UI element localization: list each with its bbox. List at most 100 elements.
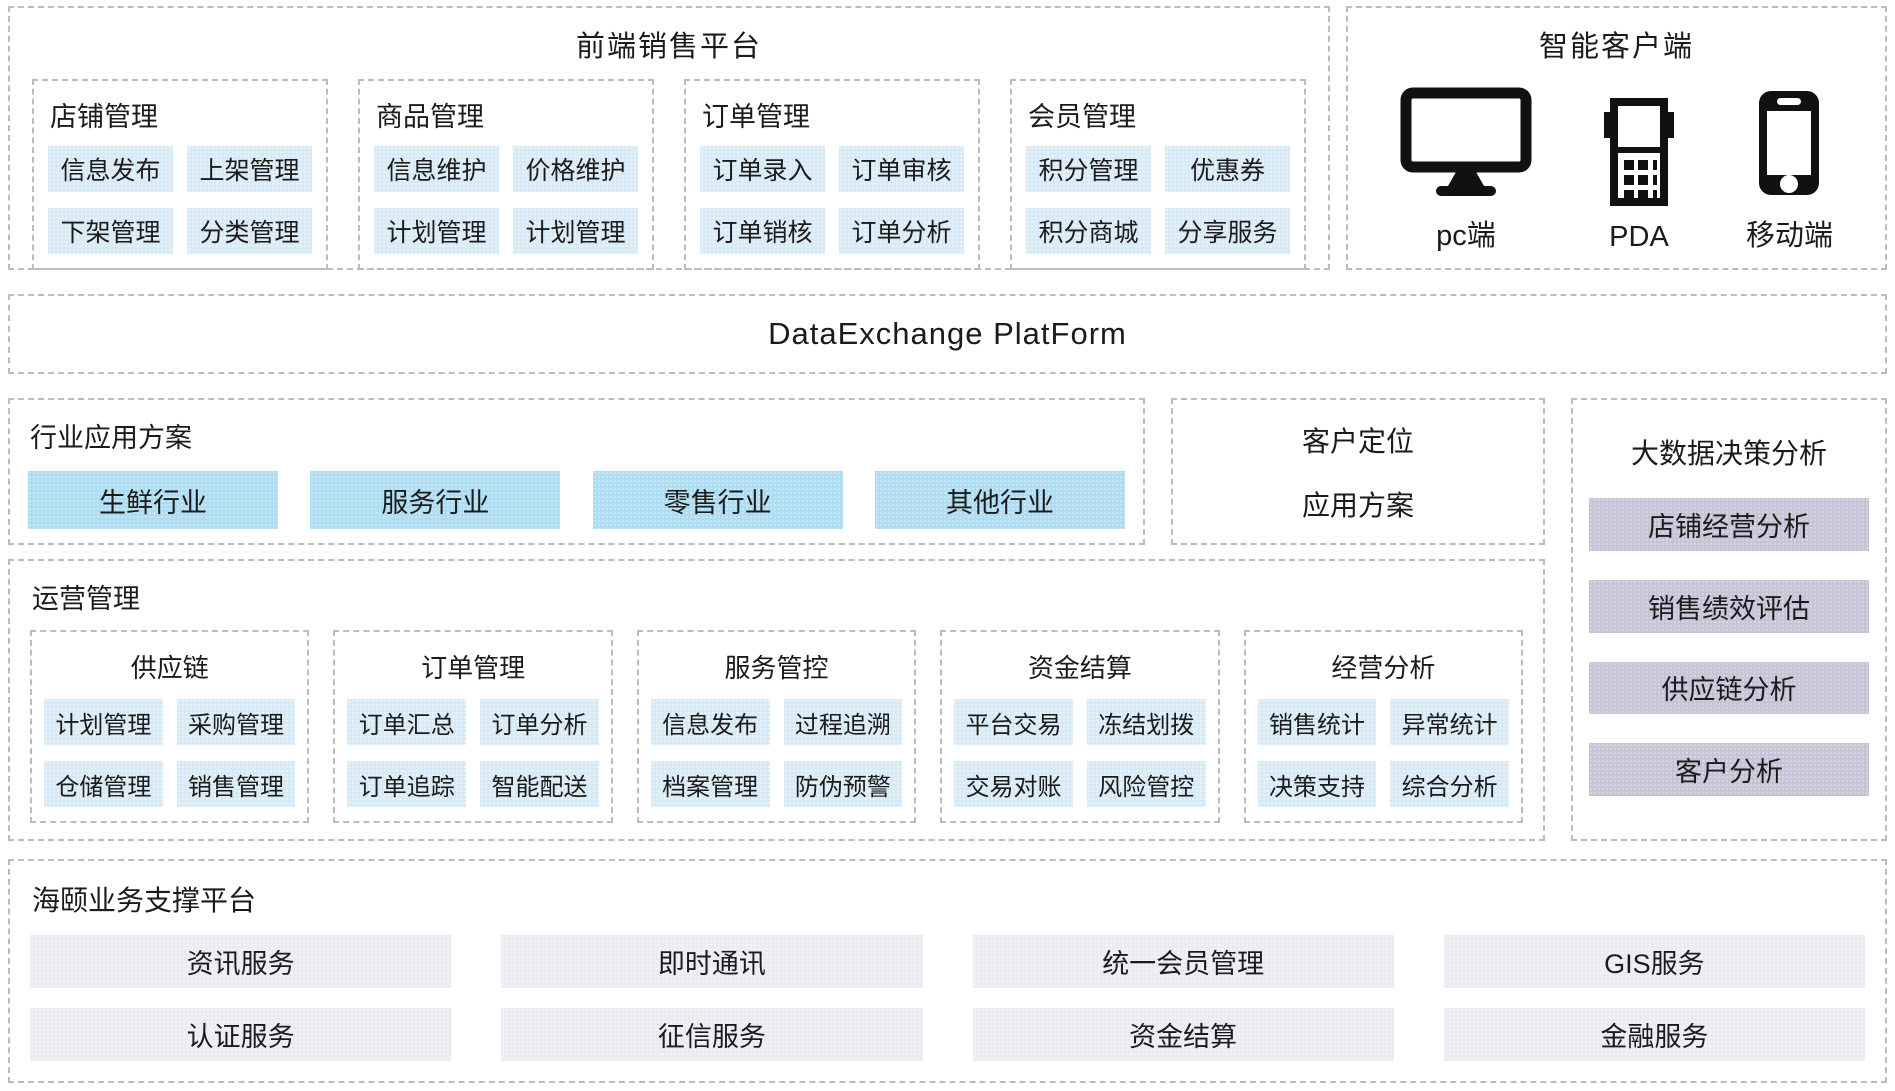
feature-tag: 订单分析 bbox=[839, 208, 964, 254]
feature-tag: 异常统计 bbox=[1390, 699, 1510, 745]
service-item: GIS服务 bbox=[1443, 935, 1865, 988]
middle-section: 行业应用方案 生鲜行业 服务行业 零售行业 其他行业 客户定位 应用方案 运营管… bbox=[8, 398, 1887, 841]
feature-tag: 风险管控 bbox=[1086, 761, 1206, 807]
monitor-icon bbox=[1400, 84, 1532, 202]
industry-item: 其他行业 bbox=[874, 471, 1125, 529]
feature-tag: 分类管理 bbox=[187, 208, 312, 254]
feature-tag: 分享服务 bbox=[1165, 208, 1290, 254]
device-list: pc端 bbox=[1348, 65, 1885, 268]
feature-tag: 防伪预警 bbox=[783, 761, 903, 807]
group-store-management: 店铺管理 信息发布 上架管理 下架管理 分类管理 bbox=[32, 79, 328, 270]
industry-solutions-title: 行业应用方案 bbox=[30, 423, 192, 453]
ops-group-title: 经营分析 bbox=[1331, 653, 1436, 683]
feature-tag: 档案管理 bbox=[650, 761, 770, 807]
group-member-management: 会员管理 积分管理 优惠券 积分商城 分享服务 bbox=[1010, 79, 1306, 270]
service-item: 认证服务 bbox=[30, 1008, 452, 1061]
group-title: 会员管理 bbox=[1028, 102, 1136, 132]
feature-tag: 优惠券 bbox=[1165, 146, 1290, 192]
feature-tag: 订单汇总 bbox=[347, 699, 467, 745]
ops-group-service-control: 服务管控 信息发布 过程追溯 档案管理 防伪预警 bbox=[636, 630, 917, 823]
feature-tag: 仓储管理 bbox=[44, 761, 163, 807]
feature-tag: 计划管理 bbox=[513, 208, 638, 254]
feature-tag: 下架管理 bbox=[48, 208, 173, 254]
service-item: 资金结算 bbox=[972, 1008, 1394, 1061]
top-row: 前端销售平台 店铺管理 信息发布 上架管理 下架管理 分类管理 商品管理 信息维… bbox=[8, 6, 1887, 270]
service-item: 即时通讯 bbox=[501, 935, 923, 988]
group-title: 店铺管理 bbox=[50, 102, 158, 132]
feature-tag: 积分商城 bbox=[1026, 208, 1151, 254]
feature-tag: 信息维护 bbox=[374, 146, 499, 192]
big-data-analysis-title: 大数据决策分析 bbox=[1630, 438, 1827, 469]
operations-title: 运营管理 bbox=[32, 584, 140, 614]
device-label: pc端 bbox=[1436, 220, 1496, 252]
ops-group-title: 资金结算 bbox=[1027, 653, 1132, 683]
front-sales-groups: 店铺管理 信息发布 上架管理 下架管理 分类管理 商品管理 信息维护 价格维护 … bbox=[32, 79, 1306, 270]
feature-tag: 信息发布 bbox=[650, 699, 770, 745]
industry-solutions-box: 行业应用方案 生鲜行业 服务行业 零售行业 其他行业 bbox=[8, 398, 1145, 545]
customer-positioning-line1: 客户定位 bbox=[1301, 425, 1414, 457]
feature-tag: 信息发布 bbox=[48, 146, 173, 192]
smart-client-box: 智能客户端 pc端 bbox=[1346, 6, 1887, 270]
operations-management-box: 运营管理 供应链 计划管理 采购管理 仓储管理 销售管理 订单管理 bbox=[8, 559, 1545, 841]
feature-tag: 平台交易 bbox=[954, 699, 1073, 745]
feature-tag: 决策支持 bbox=[1257, 761, 1377, 807]
data-exchange-platform-band: DataExchange PlatForm bbox=[8, 294, 1887, 374]
group-title: 订单管理 bbox=[702, 102, 810, 132]
industry-item: 零售行业 bbox=[592, 471, 843, 529]
service-item: 征信服务 bbox=[501, 1008, 923, 1061]
feature-tag: 订单分析 bbox=[480, 699, 599, 745]
middle-left-column: 行业应用方案 生鲜行业 服务行业 零售行业 其他行业 客户定位 应用方案 运营管… bbox=[8, 398, 1545, 841]
group-title: 商品管理 bbox=[376, 102, 484, 132]
ops-group-title: 供应链 bbox=[130, 653, 209, 683]
feature-tag: 销售管理 bbox=[176, 761, 296, 807]
front-sales-platform-title: 前端销售平台 bbox=[575, 31, 762, 63]
feature-tag: 上架管理 bbox=[187, 146, 312, 192]
customer-positioning-line2: 应用方案 bbox=[1301, 489, 1414, 521]
feature-tag: 计划管理 bbox=[44, 699, 163, 745]
device-pc: pc端 bbox=[1400, 84, 1532, 254]
feature-tag: 订单审核 bbox=[839, 146, 964, 192]
customer-positioning-box: 客户定位 应用方案 bbox=[1171, 398, 1545, 545]
ops-group-title: 服务管控 bbox=[724, 653, 829, 683]
feature-tag: 订单录入 bbox=[700, 146, 825, 192]
industry-item: 生鲜行业 bbox=[28, 471, 278, 529]
ops-group-supply-chain: 供应链 计划管理 采购管理 仓储管理 销售管理 bbox=[30, 630, 310, 823]
feature-tag: 价格维护 bbox=[513, 146, 638, 192]
ops-group-fund-settlement: 资金结算 平台交易 冻结划拨 交易对账 风险管控 bbox=[940, 630, 1220, 823]
smart-client-title: 智能客户端 bbox=[1538, 31, 1694, 63]
analysis-item: 客户分析 bbox=[1589, 743, 1869, 796]
device-label: 移动端 bbox=[1745, 220, 1833, 252]
analysis-item: 供应链分析 bbox=[1589, 661, 1869, 715]
industry-item: 服务行业 bbox=[310, 471, 561, 529]
pda-icon bbox=[1596, 93, 1682, 211]
device-label: PDA bbox=[1609, 221, 1669, 253]
service-item: 资讯服务 bbox=[30, 935, 452, 988]
ops-group-title: 订单管理 bbox=[421, 653, 526, 683]
feature-tag: 销售统计 bbox=[1257, 699, 1377, 745]
group-product-management: 商品管理 信息维护 价格维护 计划管理 计划管理 bbox=[358, 79, 654, 270]
feature-tag: 过程追溯 bbox=[783, 699, 903, 745]
device-pda: PDA bbox=[1596, 93, 1682, 254]
feature-tag: 订单销核 bbox=[700, 208, 825, 254]
feature-tag: 订单追踪 bbox=[347, 761, 467, 807]
feature-tag: 综合分析 bbox=[1390, 761, 1510, 807]
group-order-management: 订单管理 订单录入 订单审核 订单销核 订单分析 bbox=[684, 79, 980, 270]
ops-group-business-analysis: 经营分析 销售统计 异常统计 决策支持 综合分析 bbox=[1243, 630, 1524, 823]
analysis-item: 销售绩效评估 bbox=[1589, 579, 1869, 633]
service-item: 金融服务 bbox=[1443, 1008, 1865, 1061]
big-data-analysis-box: 大数据决策分析 店铺经营分析 销售绩效评估 供应链分析 客户分析 bbox=[1571, 398, 1887, 841]
analysis-item: 店铺经营分析 bbox=[1589, 498, 1869, 551]
support-platform-box: 海颐业务支撑平台 资讯服务 即时通讯 统一会员管理 GIS服务 认证服务 征信服… bbox=[8, 859, 1887, 1083]
smartphone-icon bbox=[1749, 84, 1829, 202]
feature-tag: 计划管理 bbox=[374, 208, 499, 254]
feature-tag: 积分管理 bbox=[1026, 146, 1151, 192]
ops-group-order-management: 订单管理 订单汇总 订单分析 订单追踪 智能配送 bbox=[333, 630, 613, 823]
feature-tag: 采购管理 bbox=[176, 699, 296, 745]
feature-tag: 交易对账 bbox=[954, 761, 1073, 807]
feature-tag: 冻结划拨 bbox=[1086, 699, 1206, 745]
support-platform-title: 海颐业务支撑平台 bbox=[32, 885, 257, 916]
feature-tag: 智能配送 bbox=[480, 761, 599, 807]
device-mobile: 移动端 bbox=[1746, 84, 1833, 254]
service-item: 统一会员管理 bbox=[972, 935, 1394, 988]
